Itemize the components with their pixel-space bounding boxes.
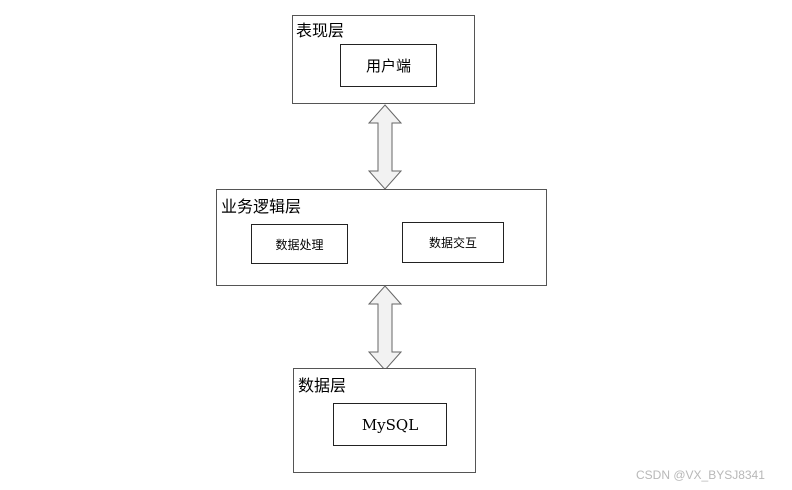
watermark: CSDN @VX_BYSJ8341 — [636, 468, 765, 482]
presentation-layer-title: 表现层 — [296, 21, 345, 40]
data-layer-title: 数据层 — [298, 376, 347, 395]
double-arrow-top — [367, 104, 403, 190]
business-layer-title: 业务逻辑层 — [221, 197, 302, 216]
mysql-component: MySQL — [333, 403, 447, 446]
data-processing-component: 数据处理 — [251, 224, 348, 264]
client-component: 用户端 — [340, 44, 437, 87]
business-layer-box: 业务逻辑层 数据处理 数据交互 — [216, 189, 547, 286]
data-interaction-component: 数据交互 — [402, 222, 504, 263]
data-layer-box: 数据层 MySQL — [293, 368, 476, 473]
presentation-layer-box: 表现层 用户端 — [292, 15, 475, 104]
double-arrow-bottom — [367, 285, 403, 371]
